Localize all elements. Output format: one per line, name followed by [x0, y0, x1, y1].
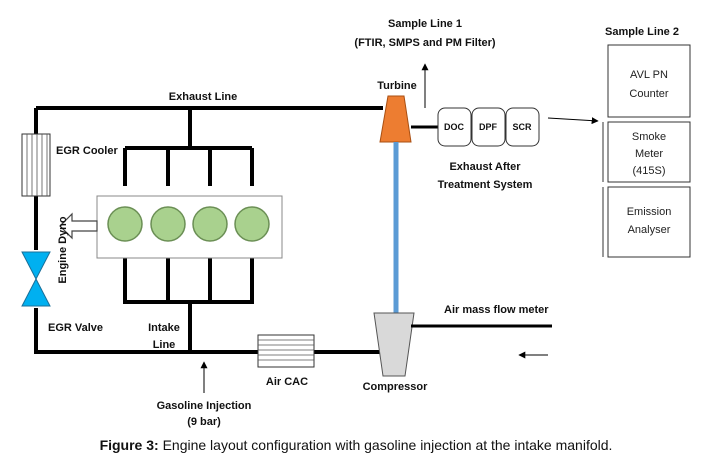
figure-caption-text: Engine layout configuration with gasolin…: [158, 437, 613, 453]
to-analysers-arrow: [547, 117, 599, 125]
smoke-meter-box: [607, 121, 691, 183]
cylinder-2: [150, 206, 186, 242]
compressor-label: Compressor: [363, 381, 429, 393]
exhaust-manifold: [123, 108, 254, 186]
dpf-label: DPF: [479, 122, 498, 132]
egr-cooler: [21, 133, 51, 197]
air-cac: [257, 334, 315, 368]
avl-pn-counter-box: [607, 44, 691, 118]
cylinder-3: [192, 206, 228, 242]
egr-valve: [21, 251, 51, 307]
figure-caption-prefix: Figure 3:: [99, 437, 159, 453]
turbine: [379, 95, 412, 143]
scr-box: [505, 107, 540, 147]
cylinders: [107, 206, 270, 242]
intake-line-label-2: Line: [153, 339, 176, 351]
cylinder-1: [107, 206, 143, 242]
analyser-label: Analyser: [628, 224, 671, 236]
exhaust-line-label: Exhaust Line: [169, 91, 237, 103]
egr-cooler-label: EGR Cooler: [56, 145, 118, 157]
meter-label: Meter: [635, 148, 663, 160]
turbine-label: Turbine: [377, 80, 417, 92]
emission-label: Emission: [627, 206, 672, 218]
emission-analyser-box: [607, 186, 691, 258]
scr-label: SCR: [512, 122, 532, 132]
dpf-box: [471, 107, 506, 147]
sample-line-2-title: Sample Line 2: [605, 26, 679, 38]
smoke-label: Smoke: [632, 131, 666, 143]
air-mass-flow-meter-label: Air mass flow meter: [444, 304, 549, 316]
intake-line-label-1: Intake: [148, 322, 180, 334]
avl-counter-label: Counter: [629, 88, 668, 100]
gasoline-injection-label-1: Gasoline Injection: [157, 400, 252, 412]
doc-box: [437, 107, 472, 147]
gasoline-injection-label-2: (9 bar): [187, 416, 221, 428]
cylinder-4: [234, 206, 270, 242]
compressor: [373, 312, 415, 377]
sample-line-1-subtitle: (FTIR, SMPS and PM Filter): [354, 37, 496, 49]
air-cac-label: Air CAC: [266, 376, 308, 388]
egr-valve-label: EGR Valve: [48, 322, 103, 334]
avl-pn-label: AVL PN: [630, 69, 668, 81]
figure-caption: Figure 3: Engine layout configuration wi…: [0, 437, 712, 453]
dyno-arrow: [59, 212, 98, 240]
smoke-model-label: (415S): [632, 165, 665, 177]
exhaust-after-label-2: Treatment System: [438, 179, 533, 191]
engine-dyno-label: Engine Dyno: [57, 216, 69, 284]
intake-manifold: [123, 242, 254, 352]
doc-label: DOC: [444, 122, 465, 132]
exhaust-after-label-1: Exhaust After: [449, 161, 521, 173]
sample-line-1-title: Sample Line 1: [388, 18, 462, 30]
